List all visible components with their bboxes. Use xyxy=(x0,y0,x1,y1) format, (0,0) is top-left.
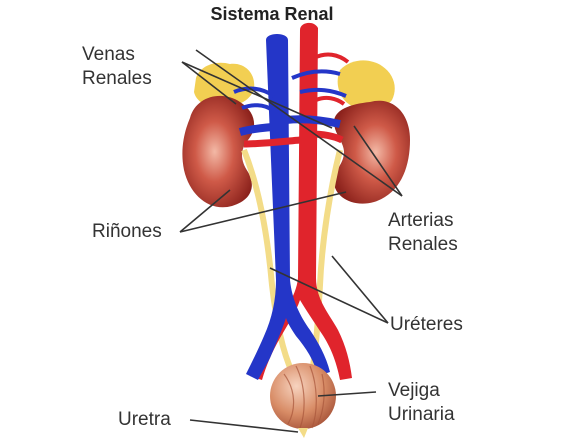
label-uretra: Uretra xyxy=(118,409,171,430)
vejiga-pointer xyxy=(317,391,377,397)
adrenal-vein-right xyxy=(291,69,347,98)
right-adrenal-gland xyxy=(337,60,395,110)
label-venas-renales-line1: Venas xyxy=(82,44,135,65)
ureteres-pointer-1 xyxy=(269,267,389,324)
vena-cava xyxy=(246,34,330,380)
label-vejiga-urinaria-line2: Urinaria xyxy=(388,404,455,425)
left-ureter xyxy=(241,148,295,374)
left-renal-artery xyxy=(243,136,301,148)
arterias-pointer-2 xyxy=(353,125,403,197)
adrenal-artery-right xyxy=(313,52,350,106)
adrenal-vein-left xyxy=(233,86,276,112)
left-kidney xyxy=(182,95,255,208)
bladder xyxy=(270,363,336,429)
uretra-pointer xyxy=(189,419,299,433)
label-vejiga-urinaria-line1: Vejiga xyxy=(388,380,440,401)
venas-pointer-2 xyxy=(181,61,333,129)
label-arterias-renales-line2: Renales xyxy=(388,234,458,255)
label-venas-renales-line2: Renales xyxy=(82,68,152,89)
diagram-title: Sistema Renal xyxy=(210,4,333,24)
rinones-pointer-2 xyxy=(179,191,347,233)
rinones-pointer-1 xyxy=(179,189,231,233)
label-arterias-renales-line1: Arterias xyxy=(388,210,453,231)
arterias-pointer-1 xyxy=(195,49,403,197)
aorta xyxy=(250,22,352,381)
left-renal-vein xyxy=(238,122,281,136)
ureteres-pointer-2 xyxy=(331,255,389,324)
label-ureteres: Uréteres xyxy=(390,314,463,335)
venas-pointer-1 xyxy=(181,61,237,105)
bladder-texture xyxy=(283,365,325,429)
right-renal-artery xyxy=(309,130,344,144)
urethra xyxy=(298,428,308,438)
label-rinones: Riñones xyxy=(92,221,162,242)
